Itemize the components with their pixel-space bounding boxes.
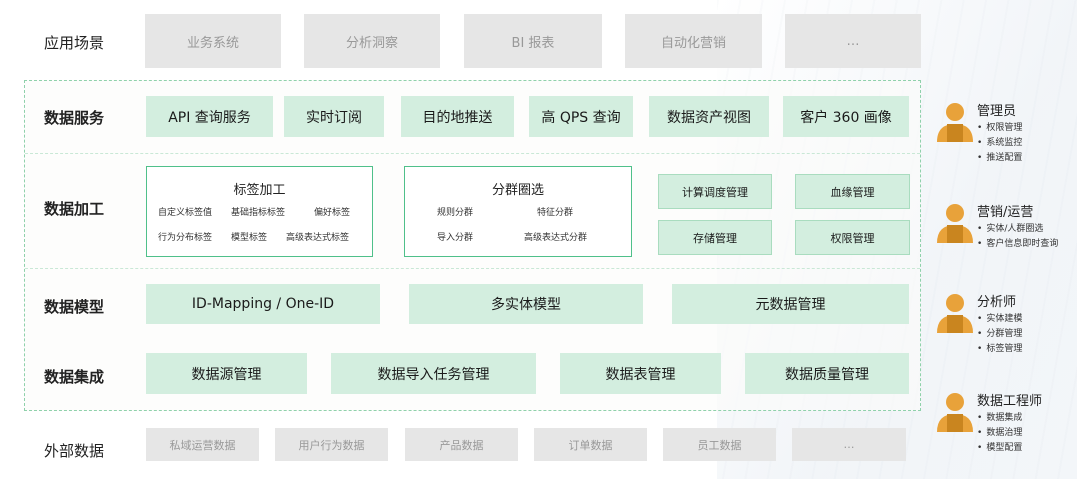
compute-schedule-mgmt: 计算调度管理 — [658, 174, 772, 209]
data-table-mgmt: 数据表管理 — [560, 353, 721, 394]
scenario-bi-report: BI 报表 — [464, 14, 602, 68]
id-mapping-one-id: ID-Mapping / One-ID — [146, 284, 380, 324]
scenarios-label: 应用场景 — [44, 34, 105, 52]
data-processing-label: 数据加工 — [44, 200, 105, 218]
role-item: 数据集成 — [977, 410, 1022, 423]
segment-item: 导入分群 — [437, 233, 474, 243]
role-item: 系统监控 — [977, 135, 1022, 148]
tag-item: 高级表达式标签 — [286, 233, 350, 243]
role-item: 实体/人群圈选 — [977, 221, 1043, 234]
role-item: 模型配置 — [977, 440, 1022, 453]
role-admin: 管理员 权限管理 系统监控 推送配置 — [935, 100, 1075, 164]
high-qps-query: 高 QPS 查询 — [529, 96, 633, 137]
role-item: 分群管理 — [977, 326, 1022, 339]
data-asset-view: 数据资产视图 — [649, 96, 769, 137]
external-private-ops: 私域运营数据 — [146, 428, 259, 461]
segment-item: 特征分群 — [537, 208, 574, 218]
destination-push: 目的地推送 — [401, 96, 514, 137]
role-item: 实体建模 — [977, 311, 1022, 324]
role-item: 标签管理 — [977, 341, 1022, 354]
external-more: … — [792, 428, 906, 461]
segment-item: 高级表达式分群 — [524, 233, 588, 243]
tag-item: 偏好标签 — [314, 208, 351, 218]
role-data-engineer: 数据工程师 数据集成 数据治理 模型配置 — [935, 390, 1075, 454]
tag-item: 基础指标标签 — [231, 208, 286, 218]
tag-processing-group: 标签加工 自定义标签值 基础指标标签 偏好标签 行为分布标签 模型标签 高级表达… — [146, 166, 373, 257]
person-icon — [937, 103, 973, 142]
role-title: 营销/运营 — [977, 205, 1034, 220]
import-task-mgmt: 数据导入任务管理 — [331, 353, 536, 394]
metadata-mgmt: 元数据管理 — [672, 284, 909, 324]
realtime-subscription: 实时订阅 — [284, 96, 384, 137]
api-query-service: API 查询服务 — [146, 96, 273, 137]
customer-360-profile: 客户 360 画像 — [783, 96, 909, 137]
role-item: 推送配置 — [977, 150, 1022, 163]
data-model-label: 数据模型 — [44, 298, 105, 316]
data-service-label: 数据服务 — [44, 109, 105, 127]
role-title: 管理员 — [977, 104, 1017, 119]
row-divider — [25, 153, 920, 154]
tag-item: 自定义标签值 — [158, 208, 213, 218]
lineage-mgmt: 血缘管理 — [795, 174, 910, 209]
scenario-analysis-insight: 分析洞察 — [304, 14, 440, 68]
role-marketing-ops: 营销/运营 实体/人群圈选 客户信息即时查询 — [935, 201, 1075, 251]
person-icon — [937, 393, 973, 432]
multi-entity-model: 多实体模型 — [409, 284, 643, 324]
scenario-business-system: 业务系统 — [145, 14, 281, 68]
role-item: 客户信息即时查询 — [977, 236, 1058, 249]
role-item: 数据治理 — [977, 425, 1022, 438]
tag-item: 模型标签 — [231, 233, 268, 243]
data-source-mgmt: 数据源管理 — [146, 353, 307, 394]
external-employee: 员工数据 — [663, 428, 776, 461]
scenario-auto-marketing: 自动化营销 — [625, 14, 762, 68]
role-title: 数据工程师 — [977, 394, 1043, 409]
data-quality-mgmt: 数据质量管理 — [745, 353, 909, 394]
segment-selection-group: 分群圈选 规则分群 特征分群 导入分群 高级表达式分群 — [404, 166, 632, 257]
external-user-behavior: 用户行为数据 — [275, 428, 388, 461]
tag-processing-title: 标签加工 — [233, 183, 286, 198]
tag-item: 行为分布标签 — [158, 233, 213, 243]
external-order: 订单数据 — [534, 428, 647, 461]
person-icon — [937, 204, 973, 243]
role-title: 分析师 — [977, 295, 1017, 310]
person-icon — [937, 294, 973, 333]
external-data-label: 外部数据 — [44, 442, 105, 460]
permission-mgmt: 权限管理 — [795, 220, 910, 255]
data-integration-label: 数据集成 — [44, 368, 105, 386]
external-product: 产品数据 — [405, 428, 518, 461]
role-item: 权限管理 — [977, 120, 1022, 133]
scenario-more: … — [785, 14, 921, 68]
segment-selection-title: 分群圈选 — [491, 183, 544, 198]
role-analyst: 分析师 实体建模 分群管理 标签管理 — [935, 291, 1075, 355]
storage-mgmt: 存储管理 — [658, 220, 772, 255]
segment-item: 规则分群 — [437, 208, 474, 218]
row-divider — [25, 268, 920, 269]
